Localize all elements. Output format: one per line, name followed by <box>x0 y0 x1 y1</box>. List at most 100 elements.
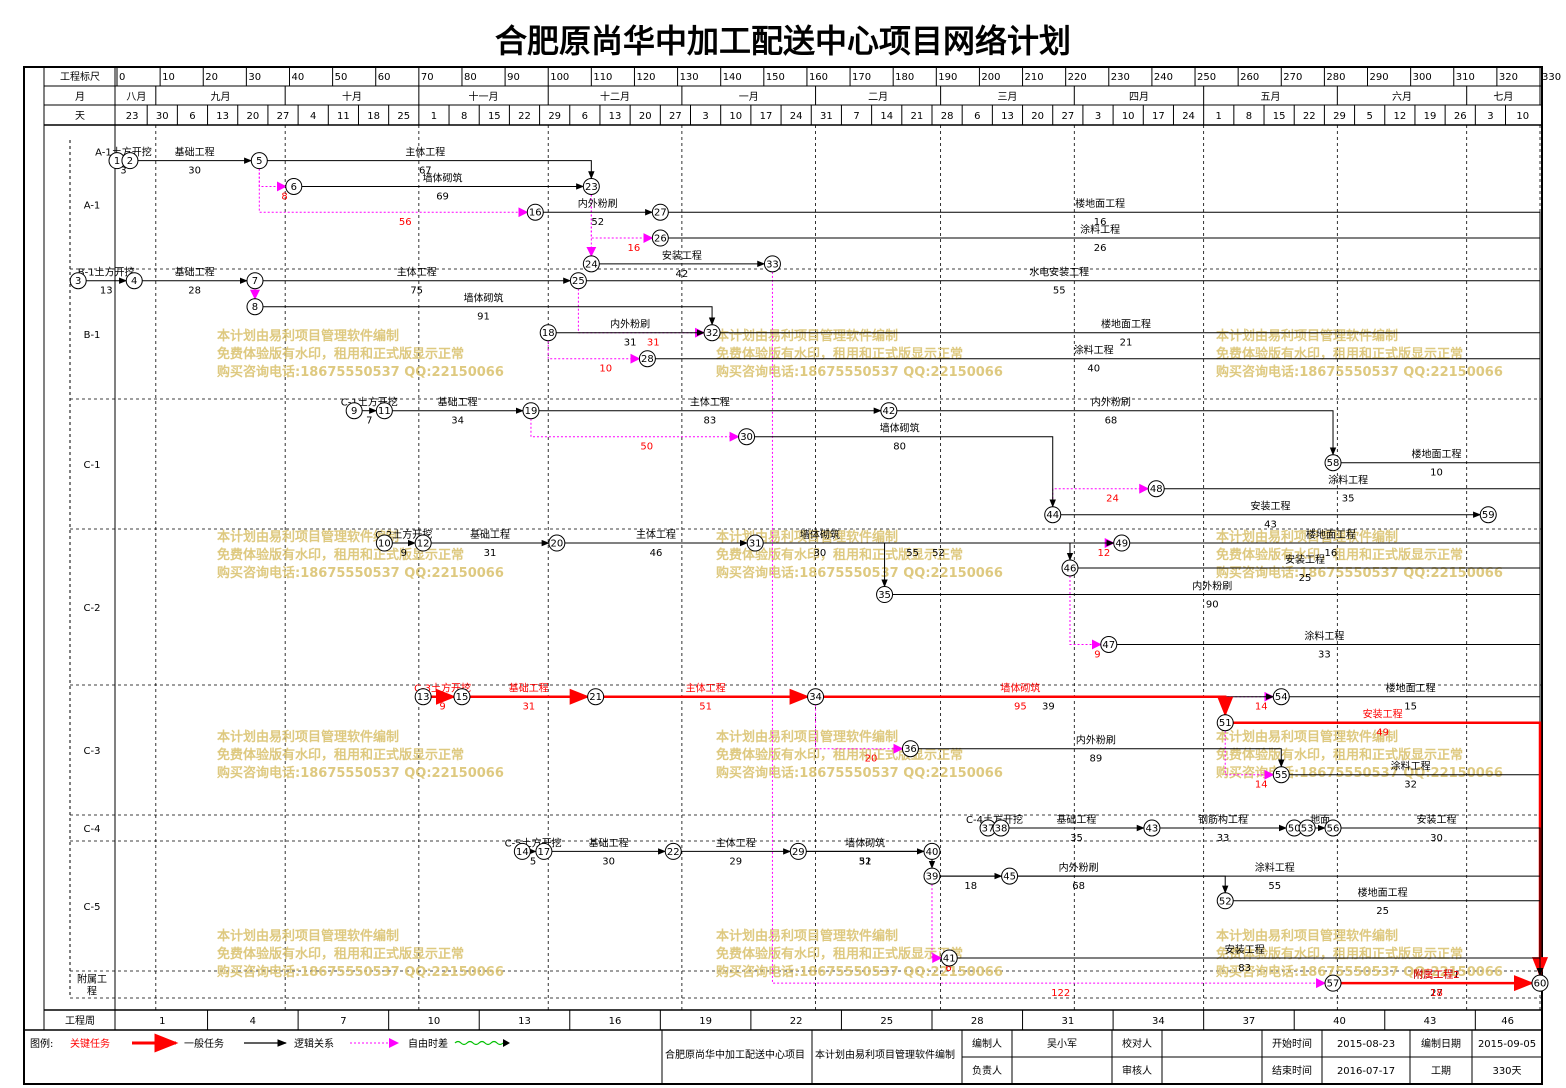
activity-duration: 91 <box>477 312 490 323</box>
day-label: 8 <box>461 111 467 122</box>
activity-name: 基础工程 <box>470 528 510 541</box>
activity-duration: 39 <box>1042 702 1055 713</box>
activity-duration: 51 <box>699 702 712 713</box>
day-label: 20 <box>1031 111 1044 122</box>
node-circle <box>582 177 600 195</box>
activity-name: 主体工程 <box>690 397 730 409</box>
month-label: 五月 <box>1260 91 1280 103</box>
node-number: 50 <box>1288 824 1301 835</box>
watermark-line: 免费体验版有水印，租用和正式版显示正常 <box>716 747 963 763</box>
activity-duration: 15 <box>1404 702 1417 713</box>
node-circle <box>548 534 566 552</box>
node-circle <box>587 688 605 706</box>
watermark-line: 本计划由易利项目管理软件编制 <box>716 729 898 745</box>
activity-duration: 9 <box>439 702 445 713</box>
activity-name: 安装工程 <box>1285 553 1325 566</box>
activity-duration: 55 <box>1268 881 1281 892</box>
activity-name: 安装工程 <box>1225 943 1265 956</box>
scale-tick-label: 310 <box>1456 72 1475 83</box>
node-circle <box>1100 635 1118 653</box>
node-circle <box>763 255 781 273</box>
node-circle <box>1044 506 1062 524</box>
node-number: 38 <box>995 824 1008 835</box>
scale-tick-label: 50 <box>335 72 348 83</box>
activity-duration: 75 <box>410 286 423 297</box>
legend-normal-label: 一般任务 <box>184 1037 224 1050</box>
node-number: 34 <box>809 692 822 703</box>
logic-link-duration: 9 <box>1094 649 1100 660</box>
node-number: 24 <box>585 259 598 270</box>
node-circle <box>940 949 958 967</box>
node-circle <box>746 534 764 552</box>
node-circle <box>1324 454 1342 472</box>
footer-start-date: 2015-08-23 <box>1337 1039 1395 1050</box>
row-label-week: 工程周 <box>65 1015 95 1027</box>
node-number: 7 <box>252 276 258 287</box>
day-label: 22 <box>518 111 531 122</box>
node-number: 29 <box>792 847 805 858</box>
day-label: 22 <box>1303 111 1316 122</box>
scale-tick-label: 110 <box>593 72 612 83</box>
node-number: 28 <box>641 354 654 365</box>
day-label: 10 <box>1122 111 1135 122</box>
node-circle <box>880 402 898 420</box>
month-label: 三月 <box>997 91 1017 103</box>
watermark-line: 免费体验版有水印，租用和正式版显示正常 <box>716 946 963 962</box>
month-label: 一月 <box>739 91 759 103</box>
footer-period: 330天 <box>1492 1066 1521 1077</box>
node-circle <box>1216 714 1234 732</box>
footer-end-label: 结束时间 <box>1272 1064 1312 1077</box>
activity-duration: 52 <box>859 856 872 867</box>
node-circle <box>901 740 919 758</box>
critical-activity <box>823 695 1234 717</box>
scale-tick-label: 230 <box>1111 72 1130 83</box>
activity-name: 基础工程 <box>509 682 549 695</box>
day-label: 26 <box>1454 111 1467 122</box>
activity-duration: 33 <box>1318 649 1331 660</box>
scale-tick-label: 120 <box>636 72 655 83</box>
node-number: 2 <box>127 156 133 167</box>
scale-tick-label: 80 <box>464 72 477 83</box>
day-label: 14 <box>880 111 893 122</box>
legend-critical-label: 关键任务 <box>70 1037 110 1050</box>
activity-name: 基础工程 <box>1056 813 1096 826</box>
node-number: 19 <box>525 406 538 417</box>
outer-frame <box>23 66 1543 1085</box>
watermark-line: 本计划由易利项目管理软件编制 <box>1216 328 1398 344</box>
activity-name: 基础工程 <box>175 266 215 279</box>
activity <box>957 957 1544 976</box>
scale-tick-label: 320 <box>1499 72 1518 83</box>
logic-link <box>1224 730 1275 780</box>
activity-duration: 67 <box>419 166 432 177</box>
activity-duration: 46 <box>650 548 663 559</box>
week-label: 37 <box>1243 1016 1256 1027</box>
activity-duration: 27 <box>1430 988 1443 999</box>
activity <box>262 306 716 326</box>
node-number: 12 <box>417 539 430 550</box>
node-circle <box>375 402 393 420</box>
watermark-line: 本计划由易利项目管理软件编制 <box>217 729 399 745</box>
logic-link-duration: 14 <box>1255 702 1268 713</box>
node-circle <box>121 152 139 170</box>
node-circle <box>125 272 143 290</box>
activity-name: 涂料工程 <box>1080 223 1120 236</box>
node-circle <box>345 402 363 420</box>
node-circle <box>1272 688 1290 706</box>
activity-duration: 69 <box>436 191 449 202</box>
node-circle <box>923 842 941 860</box>
node-circle <box>1143 819 1161 837</box>
scale-tick-label: 40 <box>291 72 304 83</box>
week-label: 1 <box>159 1016 165 1027</box>
node-number: 22 <box>667 847 680 858</box>
node-number: 52 <box>1219 896 1232 907</box>
activity-name: 内外粉刷 <box>1076 734 1116 747</box>
watermark-line: 免费体验版有水印，租用和正式版显示正常 <box>716 547 963 563</box>
activity <box>763 542 888 588</box>
day-label: 6 <box>189 111 195 122</box>
activity-duration: 42 <box>676 269 689 280</box>
watermark-line: 购买咨询电话:18675550537 QQ:22150066 <box>716 765 1003 781</box>
day-label: 11 <box>337 111 350 122</box>
activity-duration: 31 <box>484 548 497 559</box>
activity <box>267 160 595 180</box>
